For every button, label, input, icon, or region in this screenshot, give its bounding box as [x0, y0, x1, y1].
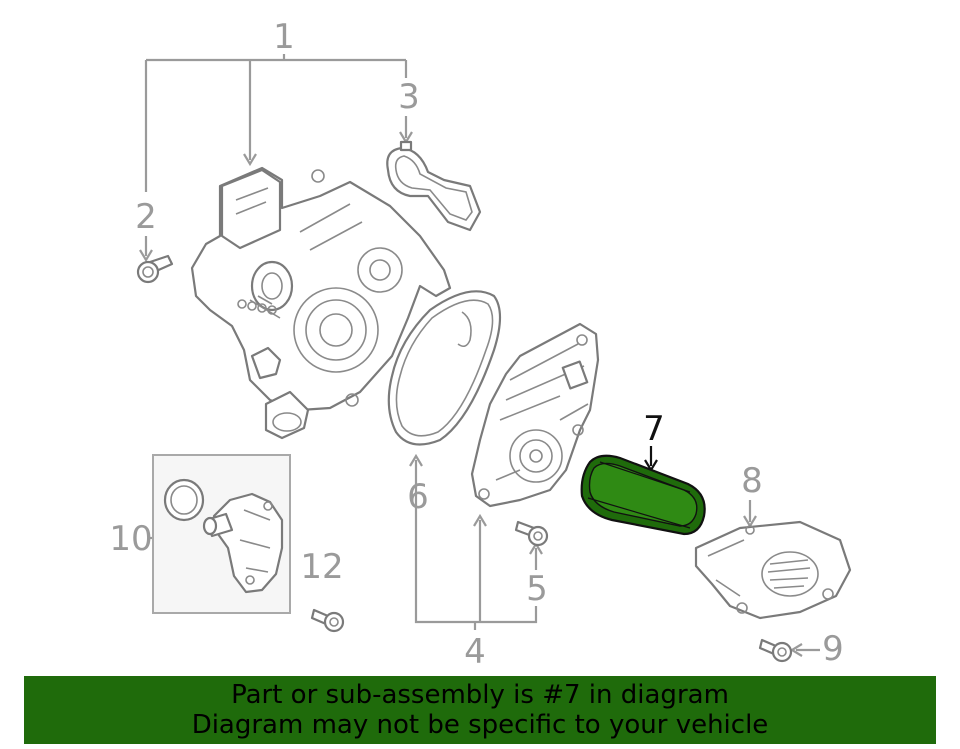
callout-3: 3 — [398, 77, 420, 117]
part-12-bolt — [310, 608, 345, 633]
callout-5: 5 — [526, 569, 548, 609]
callout-7: 7 — [643, 409, 665, 449]
part-3-gasket — [386, 140, 482, 232]
part-7-belt-highlighted — [580, 454, 706, 536]
info-banner: Part or sub-assembly is #7 in diagram Di… — [24, 676, 936, 744]
part-6-gasket — [387, 290, 502, 446]
part-11-o-ring — [163, 478, 205, 522]
banner-line-disclaimer: Diagram may not be specific to your vehi… — [191, 710, 769, 740]
callout-9: 9 — [822, 629, 844, 669]
callout-6: 6 — [407, 477, 429, 517]
callout-8: 8 — [741, 461, 763, 501]
banner-line-part: Part or sub-assembly is #7 in diagram — [231, 680, 729, 710]
part-4-pump-body — [470, 322, 600, 508]
part-9-bolt — [758, 638, 793, 663]
part-10-housing — [202, 492, 284, 594]
part-8-cover — [694, 520, 852, 620]
callout-2: 2 — [135, 197, 157, 237]
callout-1: 1 — [273, 17, 295, 57]
callout-10: 10 — [109, 519, 152, 559]
part-2-bolt — [136, 254, 174, 284]
part-5-bolt — [514, 520, 549, 547]
part-1-housing — [190, 166, 452, 440]
callout-12: 12 — [300, 547, 343, 587]
part-10-subassembly-box — [152, 454, 291, 614]
callout-4: 4 — [464, 632, 486, 672]
